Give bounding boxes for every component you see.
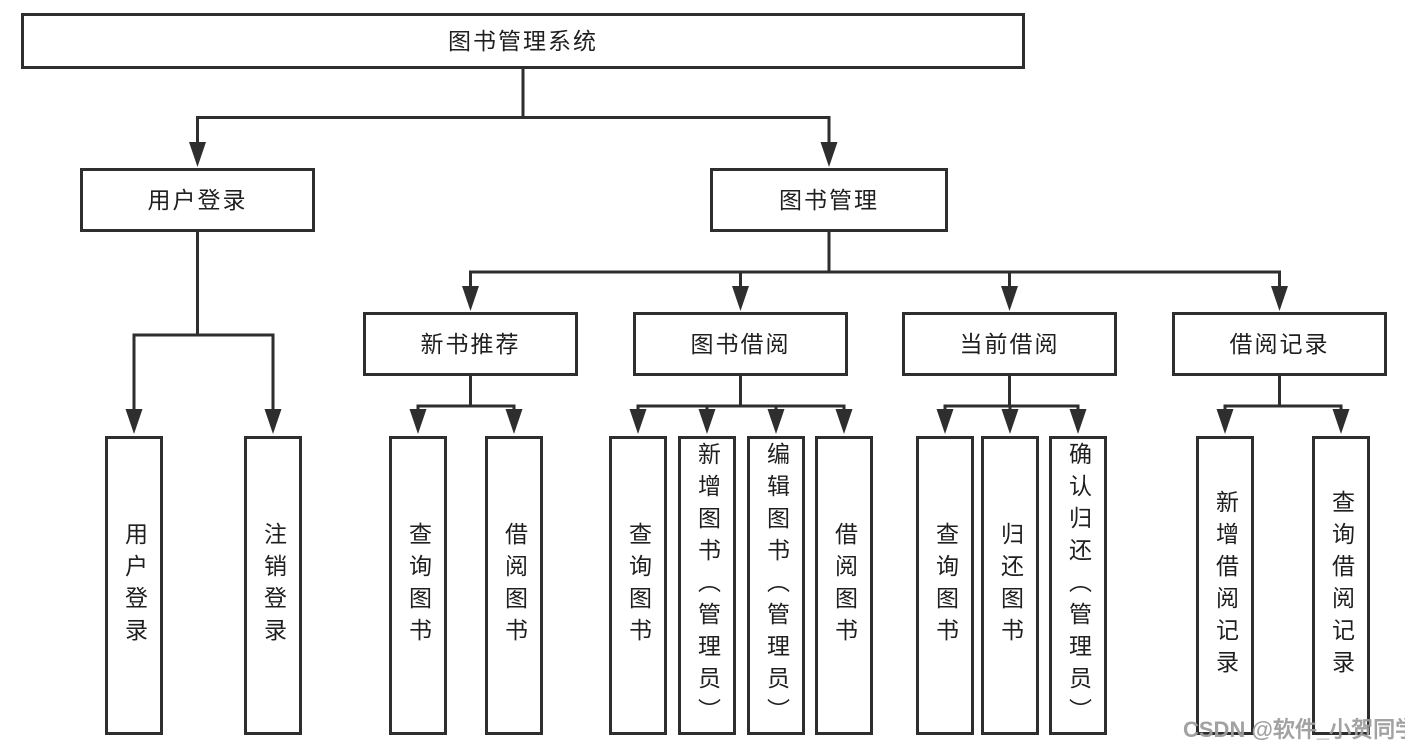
arrowhead-icon [936, 409, 954, 434]
node-book-borrow: 图书借阅 [633, 312, 848, 376]
arrowhead-icon [820, 142, 838, 167]
arrowhead-icon [1271, 286, 1288, 311]
arrowhead-icon [835, 409, 853, 434]
node-add-borrow-record: 新增借阅记录 [1196, 436, 1254, 735]
node-current-borrow: 当前借阅 [902, 312, 1117, 376]
node-label: 新增图书（管理员） [694, 441, 721, 730]
arrowhead-icon [462, 286, 479, 311]
node-query-books-recommend: 查询图书 [389, 436, 447, 735]
node-label: 查询图书 [625, 521, 652, 650]
arrowhead-icon [1216, 409, 1234, 434]
node-borrow-books-leaf: 借阅图书 [815, 436, 873, 735]
arrowhead-icon [1001, 409, 1019, 434]
node-new-book-recommend: 新书推荐 [363, 312, 578, 376]
node-label: 查询图书 [405, 521, 432, 650]
arrowhead-icon [767, 409, 785, 434]
arrowhead-icon [505, 409, 523, 434]
arrowhead-icon [1332, 409, 1350, 434]
node-borrow-books-recommend: 借阅图书 [485, 436, 543, 735]
node-logout: 注销登录 [244, 436, 302, 735]
arrowhead-icon [629, 409, 647, 434]
node-label: 编辑图书（管理员） [763, 441, 790, 730]
arrowhead-icon [264, 409, 282, 434]
arrowhead-icon [1001, 286, 1018, 311]
arrowhead-icon [125, 409, 143, 434]
watermark: CSDN @软件_小贺同学 [1183, 717, 1405, 742]
node-confirm-return-admin: 确认归还（管理员） [1049, 436, 1107, 735]
arrowhead-icon [189, 142, 206, 167]
node-label: 新增借阅记录 [1212, 489, 1239, 682]
node-label: 注销登录 [260, 521, 287, 650]
node-query-books-current: 查询图书 [916, 436, 974, 735]
node-return-book: 归还图书 [981, 436, 1039, 735]
arrowhead-icon [732, 286, 749, 311]
node-label: 确认归还（管理员） [1065, 441, 1092, 730]
arrowhead-icon [1069, 409, 1087, 434]
node-user-login-leaf: 用户登录 [105, 436, 163, 735]
node-borrow-records: 借阅记录 [1172, 312, 1387, 376]
node-label: 借阅图书 [501, 521, 528, 650]
node-query-books-borrow: 查询图书 [609, 436, 667, 735]
node-query-borrow-record: 查询借阅记录 [1312, 436, 1370, 735]
arrowhead-icon [409, 409, 427, 434]
node-label: 查询借阅记录 [1328, 489, 1355, 682]
node-label: 归还图书 [997, 521, 1024, 650]
node-label: 用户登录 [121, 521, 148, 650]
node-add-book-admin: 新增图书（管理员） [678, 436, 736, 735]
node-label: 查询图书 [932, 521, 959, 650]
node-library-system: 图书管理系统 [21, 13, 1025, 69]
node-book-management: 图书管理 [710, 168, 948, 232]
node-label: 借阅图书 [831, 521, 858, 650]
arrowhead-icon [698, 409, 716, 434]
node-user-login: 用户登录 [80, 168, 315, 232]
node-edit-book-admin: 编辑图书（管理员） [747, 436, 805, 735]
